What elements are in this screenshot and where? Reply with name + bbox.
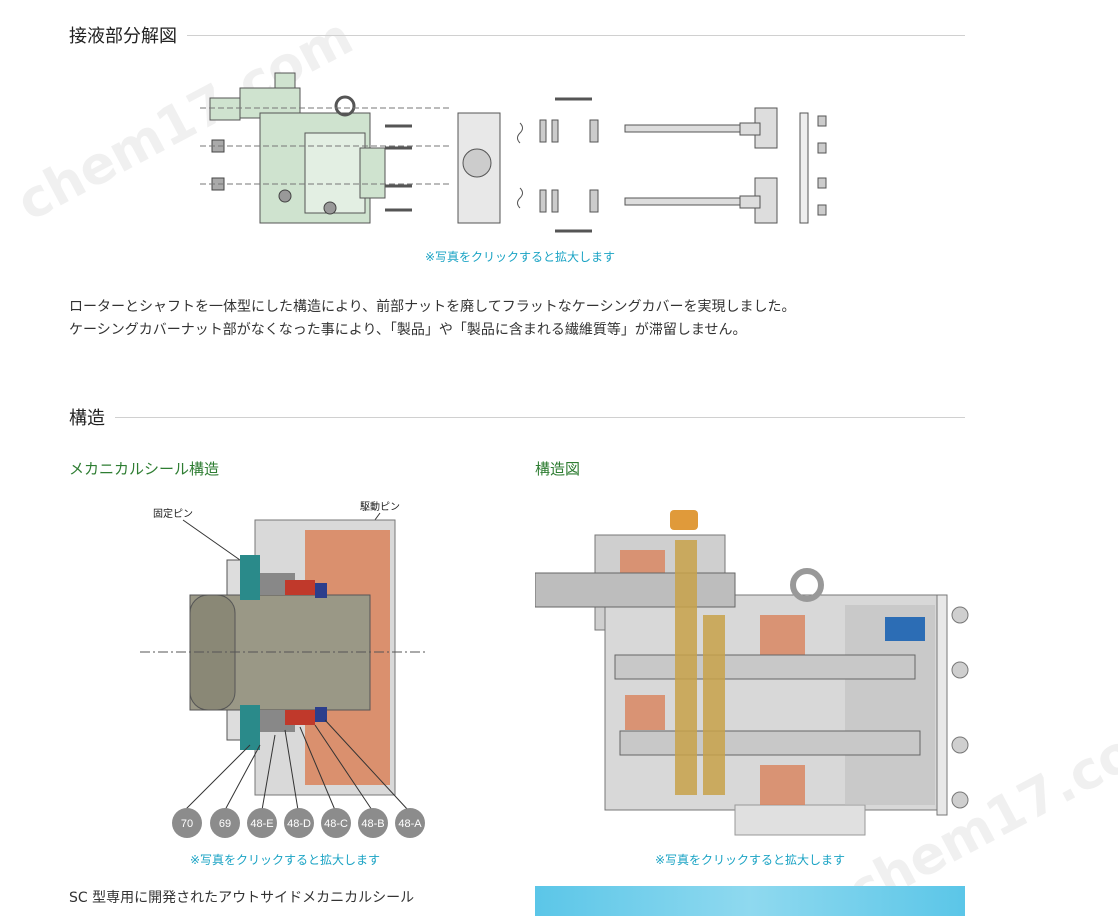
diagram-caption[interactable]: ※写真をクリックすると拡大します — [654, 853, 846, 867]
part-number-70: 70 — [181, 818, 193, 830]
section-title-text: 構造 — [69, 408, 105, 429]
part-number-circle — [321, 808, 351, 838]
part-number-circle — [358, 808, 388, 838]
exploded-description-2: ケーシングカバーナット部がなくなった事により、「製品」や「製品に含まれる繊維質等… — [69, 322, 747, 338]
part-number-69: 69 — [219, 818, 231, 830]
section-title-text: 接液部分解図 — [69, 26, 177, 47]
part-number-circle — [395, 808, 425, 838]
section-title-exploded: 接液部分解図 — [69, 22, 965, 48]
title-divider — [115, 416, 965, 418]
part-number-circle — [210, 808, 240, 838]
part-number-circle — [247, 808, 277, 838]
part-number-48e: 48-E — [250, 818, 273, 830]
part-number-48b: 48-B — [361, 818, 384, 830]
seal-subtitle: メカニカルシール構造 — [69, 460, 220, 478]
part-number-48a: 48-A — [398, 818, 422, 830]
seal-caption[interactable]: ※写真をクリックすると拡大します — [189, 853, 381, 867]
exploded-view-image[interactable] — [200, 68, 840, 238]
part-number-48d: 48-D — [287, 818, 311, 830]
section-title-structure: 構造 — [69, 404, 965, 430]
title-divider — [187, 34, 965, 36]
exploded-caption[interactable]: ※写真をクリックすると拡大します — [424, 250, 616, 264]
part-number-circle — [284, 808, 314, 838]
mechanical-seal-image[interactable]: 固定ピン 駆動ピン 70 69 48-E 48-D 48-C 48-B 48-A — [135, 495, 435, 840]
label-drive-pin: 駆動ピン — [360, 500, 400, 513]
diagram-subtitle: 構造図 — [535, 460, 581, 478]
pump-structure-image[interactable] — [535, 505, 970, 840]
seal-footer-text: SC 型専用に開発されたアウトサイドメカニカルシール — [69, 890, 415, 906]
part-number-circle — [172, 808, 202, 838]
exploded-description-1: ローターとシャフトを一体型にした構造により、前部ナットを廃してフラットなケーシン… — [69, 299, 796, 315]
part-number-48c: 48-C — [324, 818, 348, 830]
label-fixed-pin: 固定ピン — [153, 507, 193, 520]
bottom-image-strip[interactable] — [535, 886, 965, 916]
